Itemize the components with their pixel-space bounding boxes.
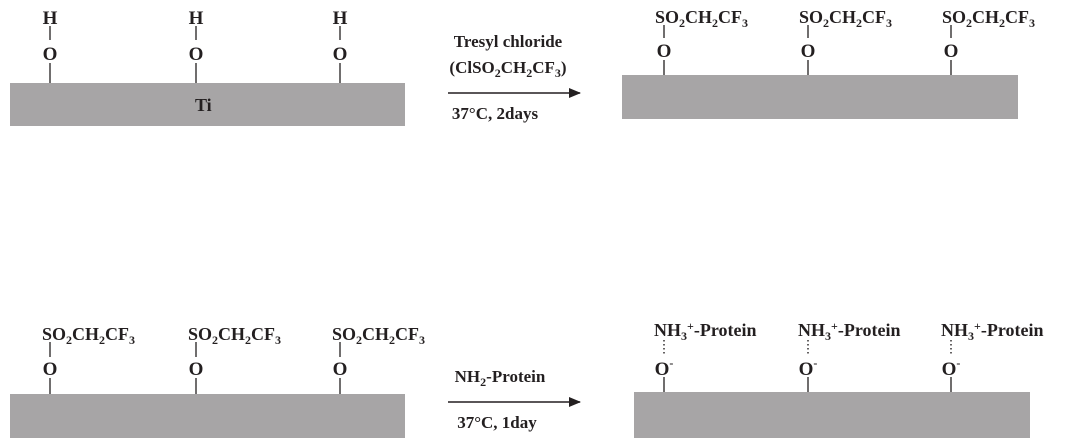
tresyl-group: SO2CH2CF3 O bbox=[188, 324, 281, 394]
tresyl-group: SO2CH2CF3 O bbox=[655, 7, 748, 75]
oxygen-atom: O bbox=[333, 44, 348, 65]
protein-label: NH3+-Protein bbox=[941, 319, 1044, 343]
tresyl-label: SO2CH2CF3 bbox=[655, 7, 748, 30]
oxygen-atom: O bbox=[189, 44, 204, 65]
tresyl-label: SO2CH2CF3 bbox=[942, 7, 1035, 30]
tresyl-group: SO2CH2CF3 O bbox=[332, 324, 425, 394]
reaction-conditions: 37°C, 2days bbox=[452, 104, 539, 123]
protein-binding-site: NH3+-Protein O- bbox=[941, 319, 1044, 392]
tresyl-group: SO2CH2CF3 O bbox=[42, 324, 135, 394]
substrate-tresylated bbox=[622, 75, 1018, 119]
oxygen-anion: O- bbox=[799, 356, 818, 380]
substrate-label: Ti bbox=[195, 95, 212, 115]
hydrogen-atom: H bbox=[333, 8, 348, 29]
tresyl-group: SO2CH2CF3 O bbox=[942, 7, 1035, 75]
oxygen-anion: O- bbox=[655, 356, 674, 380]
hydroxyl-group: H O bbox=[333, 8, 348, 83]
oxygen-atom: O bbox=[333, 359, 348, 380]
hydrogen-atom: H bbox=[189, 8, 204, 29]
hydroxyl-group: H O bbox=[43, 8, 58, 83]
reagent-label: NH2-Protein bbox=[455, 367, 546, 389]
substrate-protein bbox=[634, 392, 1030, 438]
reagent-name: Tresyl chloride bbox=[454, 32, 563, 51]
reagent-formula: (ClSO2CH2CF3) bbox=[449, 58, 566, 80]
oxygen-atom: O bbox=[657, 41, 672, 62]
tresyl-label: SO2CH2CF3 bbox=[188, 324, 281, 347]
substrate-ti bbox=[10, 83, 405, 126]
protein-binding-site: NH3+-Protein O- bbox=[654, 319, 757, 392]
oxygen-atom: O bbox=[43, 44, 58, 65]
protein-label: NH3+-Protein bbox=[654, 319, 757, 343]
reaction-conditions: 37°C, 1day bbox=[457, 413, 537, 432]
hydroxyl-group: H O bbox=[189, 8, 204, 83]
hydrogen-atom: H bbox=[43, 8, 58, 29]
tresyl-label: SO2CH2CF3 bbox=[42, 324, 135, 347]
protein-label: NH3+-Protein bbox=[798, 319, 901, 343]
oxygen-anion: O- bbox=[942, 356, 961, 380]
tresyl-group: SO2CH2CF3 O bbox=[799, 7, 892, 75]
tresyl-label: SO2CH2CF3 bbox=[799, 7, 892, 30]
protein-binding-site: NH3+-Protein O- bbox=[798, 319, 901, 392]
substrate-tresylated bbox=[10, 394, 405, 438]
tresyl-label: SO2CH2CF3 bbox=[332, 324, 425, 347]
oxygen-atom: O bbox=[801, 41, 816, 62]
oxygen-atom: O bbox=[43, 359, 58, 380]
oxygen-atom: O bbox=[944, 41, 959, 62]
oxygen-atom: O bbox=[189, 359, 204, 380]
